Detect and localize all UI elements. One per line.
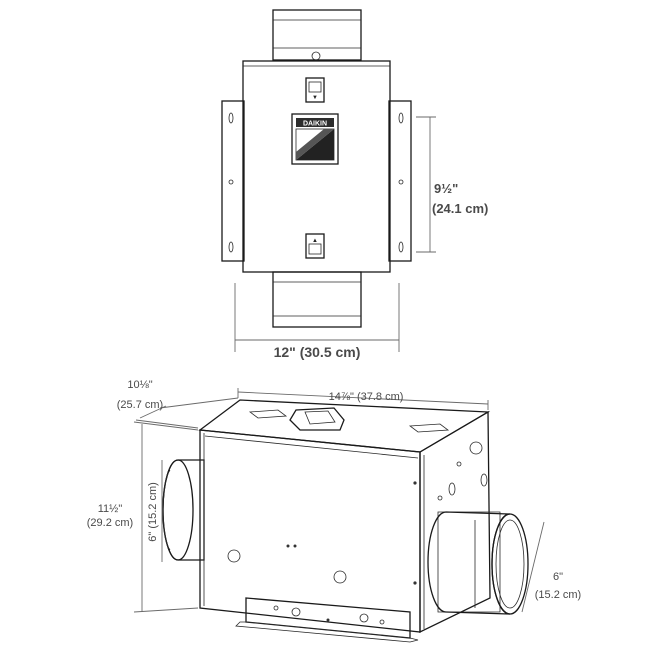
iso-right-duct-dimension: [521, 521, 545, 613]
top-view-width-dimension: [234, 283, 400, 352]
iso-height-dimension: [133, 421, 199, 613]
daikin-logo-badge: DAIKIN: [291, 113, 339, 165]
iso-right-face: [419, 410, 491, 634]
iso-front-face: [199, 429, 421, 633]
left-duct-collar: [162, 459, 205, 561]
logo-text: DAIKIN: [303, 121, 327, 128]
right-duct-collar: [427, 511, 529, 615]
svg-text:▲: ▲: [312, 238, 318, 244]
top-view-height-label-metric: (24.1 cm): [432, 201, 488, 216]
top-view-body: [242, 60, 391, 273]
iso-right-duct-label: 6": [553, 571, 563, 583]
top-view-height-label: 9½": [434, 181, 458, 196]
bottom-switch: ▲: [305, 233, 325, 259]
bottom-duct-collar: [272, 271, 362, 328]
top-switch: ▼: [305, 77, 325, 103]
iso-length-dimension: [237, 388, 489, 410]
top-view-height-dimension: [416, 116, 436, 253]
isometric-view: 10⅛" (25.7 cm) 14⅞" (37.8 cm) 11½" (29.2…: [87, 379, 581, 643]
right-mounting-flange: [388, 100, 412, 262]
top-view-width-label: 12" (30.5 cm): [274, 344, 361, 360]
svg-text:▼: ▼: [312, 95, 318, 101]
iso-depth-dimension: [135, 397, 239, 429]
iso-bottom-rail: [235, 597, 419, 643]
iso-right-face-details: [413, 441, 488, 585]
iso-depth-label-metric: (25.7 cm): [117, 399, 163, 411]
iso-right-duct-label-metric: (15.2 cm): [535, 589, 581, 601]
iso-top-logo-plate: [289, 407, 345, 431]
iso-left-duct-label: 6" (15.2 cm): [147, 482, 159, 542]
top-duct-collar: [272, 9, 362, 61]
iso-height-label: 11½": [98, 503, 123, 515]
iso-length-label: 14⅞" (37.8 cm): [329, 391, 404, 403]
iso-top-switch-left: [248, 409, 288, 419]
left-mounting-flange: [221, 100, 245, 262]
iso-top-switch-right: [408, 423, 450, 433]
iso-height-label-metric: (29.2 cm): [87, 517, 133, 529]
iso-depth-label: 10⅛": [127, 379, 152, 391]
top-view: ▼ ▲ DAIKIN 9½" (24.1 cm): [221, 9, 488, 360]
iso-front-face-details: [227, 544, 347, 584]
